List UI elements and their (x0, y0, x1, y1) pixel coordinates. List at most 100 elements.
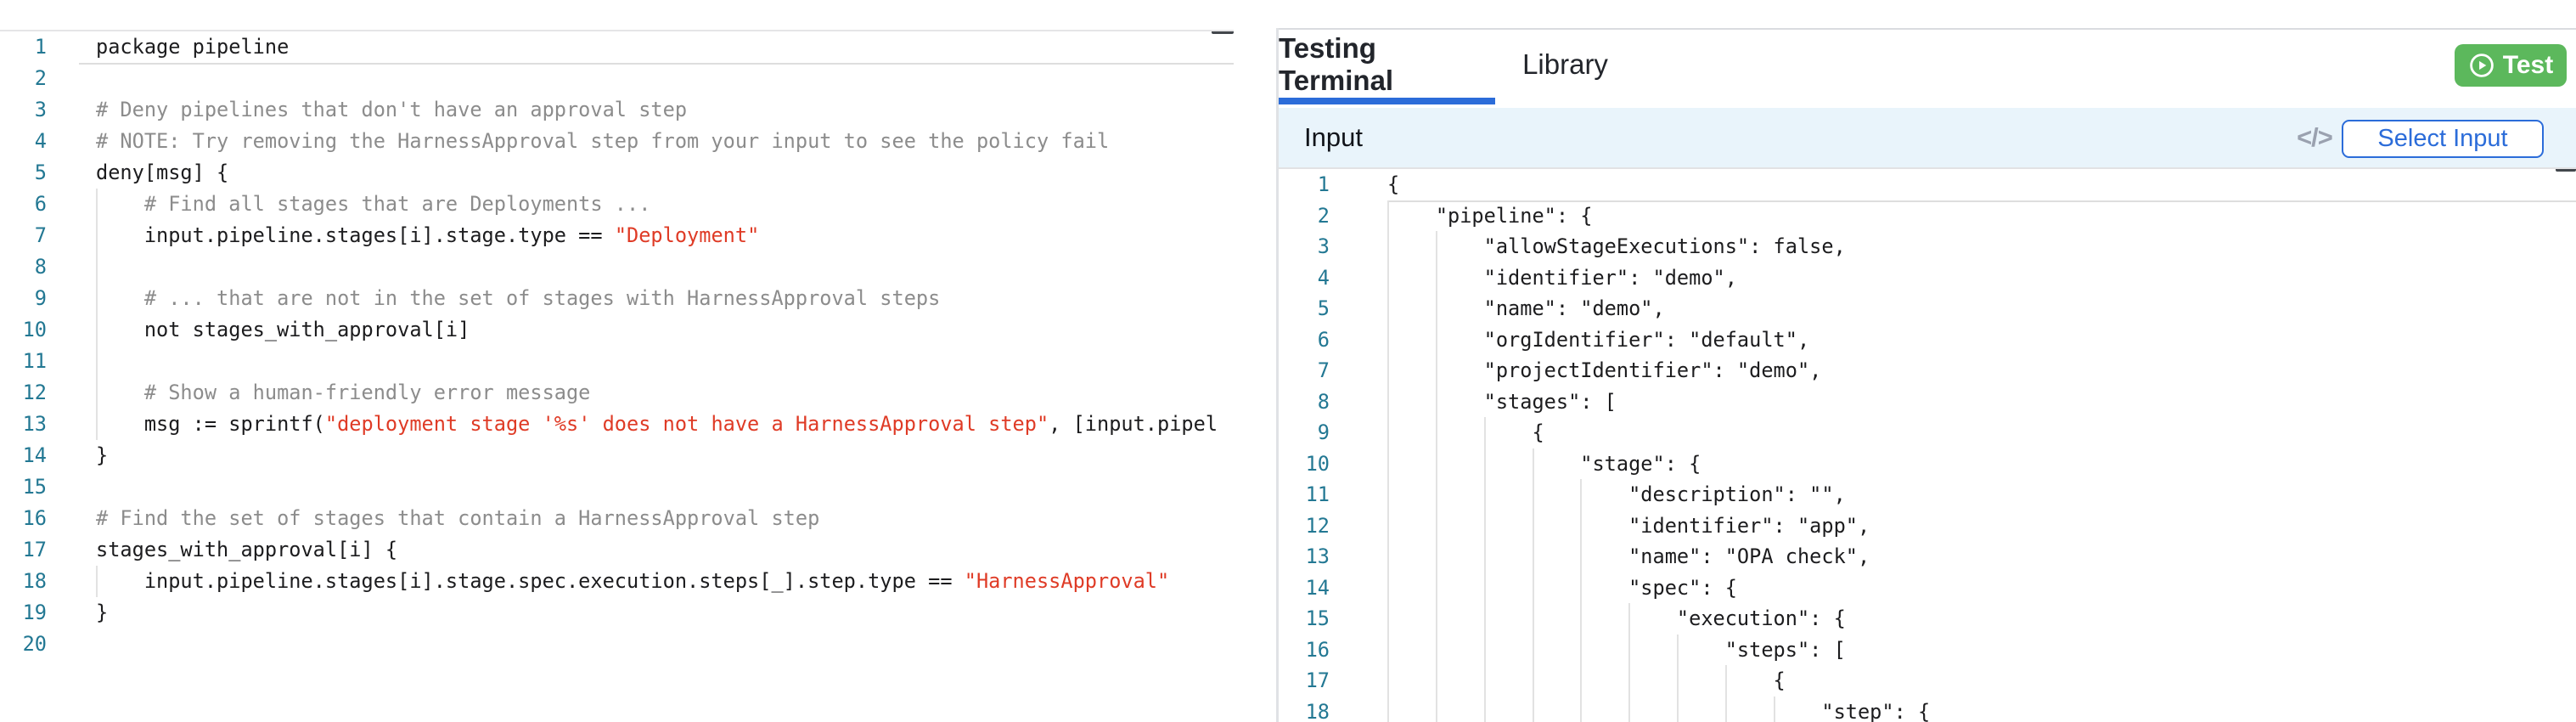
line-content: # Find the set of stages that contain a … (96, 503, 819, 534)
line-number: 10 (0, 314, 47, 346)
line-number: 4 (1279, 262, 1330, 294)
test-button-label: Test (2503, 51, 2553, 80)
code-view-icon[interactable]: </> (2291, 122, 2338, 153)
line-content: # Find all stages that are Deployments .… (96, 189, 650, 220)
code-line: 11 (0, 346, 1234, 377)
indent-guide (1436, 231, 1437, 722)
test-button[interactable]: Test (2455, 44, 2567, 87)
line-number: 5 (0, 157, 47, 189)
code-line: 17 { (1279, 665, 2576, 697)
code-line: 5deny[msg] { (0, 157, 1234, 189)
code-line: 8 "stages": [ (1279, 386, 2576, 418)
code-line: 10 not stages_with_approval[i] (0, 314, 1234, 346)
indent-guide (1725, 665, 1727, 722)
line-number: 18 (1279, 697, 1330, 722)
line-content: "identifier": "app", (1387, 510, 1870, 542)
code-line: 18 "step": { (1279, 697, 2576, 722)
line-content: msg := sprintf("deployment stage '%s' do… (96, 409, 1218, 440)
line-content: not stages_with_approval[i] (96, 314, 470, 346)
line-number: 6 (1279, 324, 1330, 356)
code-line: 4 # NOTE: Try removing the HarnessApprova… (0, 126, 1234, 157)
code-line: 18 input.pipeline.stages[i].stage.spec.e… (0, 566, 1234, 597)
code-line: 15 "execution": { (1279, 603, 2576, 635)
line-content: package pipeline (96, 31, 289, 63)
code-line: 9 { (1279, 417, 2576, 448)
tab-bar: Testing Terminal Library Test (1279, 30, 2576, 108)
code-line: 7 "projectIdentifier": "demo", (1279, 355, 2576, 386)
line-number: 2 (0, 63, 47, 94)
line-content: # NOTE: Try removing the HarnessApproval… (96, 126, 1109, 157)
code-line: 17 stages_with_approval[i] { (0, 534, 1234, 566)
line-number: 18 (0, 566, 47, 597)
line-number: 9 (1279, 417, 1330, 448)
code-line: 16 # Find the set of stages that contain … (0, 503, 1234, 534)
line-content: # ... that are not in the set of stages … (96, 283, 940, 314)
line-content: "description": "", (1387, 479, 1846, 510)
line-content: "stage": { (1387, 448, 1701, 480)
code-line: 16 "steps": [ (1279, 635, 2576, 666)
code-line: 14} (0, 440, 1234, 471)
select-input-button[interactable]: Select Input (2342, 120, 2544, 158)
tab-library[interactable]: Library (1495, 30, 1635, 99)
line-number: 14 (1279, 573, 1330, 604)
line-content: "step": { (1387, 697, 1930, 722)
line-content: "steps": [ (1387, 635, 1846, 666)
line-number: 1 (1279, 169, 1330, 200)
code-line: 12 # Show a human-friendly error message (0, 377, 1234, 409)
line-number: 8 (0, 251, 47, 283)
line-number: 4 (0, 126, 47, 157)
line-number: 7 (0, 220, 47, 251)
line-content: # Deny pipelines that don't have an appr… (96, 94, 687, 126)
line-number: 13 (0, 409, 47, 440)
code-line: 9 # ... that are not in the set of stage… (0, 283, 1234, 314)
indent-guide (1774, 697, 1775, 722)
line-number: 16 (0, 503, 47, 534)
code-line: 1package pipeline (0, 31, 1234, 63)
line-number: 14 (0, 440, 47, 471)
code-line: 6 "orgIdentifier": "default", (1279, 324, 2576, 356)
code-line: 1{ (1279, 169, 2576, 200)
line-number: 19 (0, 597, 47, 629)
line-number: 12 (1279, 510, 1330, 542)
line-content: "projectIdentifier": "demo", (1387, 355, 1821, 386)
input-json-editor[interactable]: 1{2 "pipeline": {3 "allowStageExecutions… (1279, 167, 2576, 722)
editor-scroll-handle[interactable] (2556, 167, 2576, 172)
line-number: 11 (0, 346, 47, 377)
line-content: # Show a human-friendly error message (96, 377, 590, 409)
line-number: 17 (0, 534, 47, 566)
line-number: 8 (1279, 386, 1330, 418)
code-line: 11 "description": "", (1279, 479, 2576, 510)
policy-code-editor[interactable]: 1package pipeline23# Deny pipelines that… (0, 30, 1234, 722)
indent-guide (1484, 417, 1486, 722)
line-number: 10 (1279, 448, 1330, 480)
code-line: 7 input.pipeline.stages[i].stage.type ==… (0, 220, 1234, 251)
code-line: 5 "name": "demo", (1279, 293, 2576, 324)
line-content: "name": "demo", (1387, 293, 1665, 324)
line-content: "orgIdentifier": "default", (1387, 324, 1809, 356)
indent-guide (1628, 603, 1630, 722)
code-line: 6 # Find all stages that are Deployments… (0, 189, 1234, 220)
line-number: 13 (1279, 541, 1330, 573)
code-line: 2 (0, 63, 1234, 94)
line-number: 16 (1279, 635, 1330, 666)
line-content: input.pipeline.stages[i].stage.spec.exec… (96, 566, 1169, 597)
indent-guide (1533, 448, 1534, 722)
code-line: 10 "stage": { (1279, 448, 2576, 480)
line-content: "pipeline": { (1387, 200, 1592, 232)
line-number: 9 (0, 283, 47, 314)
line-content: stages_with_approval[i] { (96, 534, 397, 566)
code-line: 13 msg := sprintf("deployment stage '%s'… (0, 409, 1234, 440)
line-number: 12 (0, 377, 47, 409)
line-content: "name": "OPA check", (1387, 541, 1870, 573)
code-line: 14 "spec": { (1279, 573, 2576, 604)
line-number: 20 (0, 629, 47, 660)
code-line: 3 "allowStageExecutions": false, (1279, 231, 2576, 262)
editor-scroll-handle[interactable] (1212, 30, 1234, 34)
tab-testing-terminal[interactable]: Testing Terminal (1279, 30, 1495, 99)
code-line: 15 (0, 471, 1234, 503)
code-line: 8 (0, 251, 1234, 283)
line-number: 5 (1279, 293, 1330, 324)
line-content: "allowStageExecutions": false, (1387, 231, 1846, 262)
line-content: "stages": [ (1387, 386, 1617, 418)
